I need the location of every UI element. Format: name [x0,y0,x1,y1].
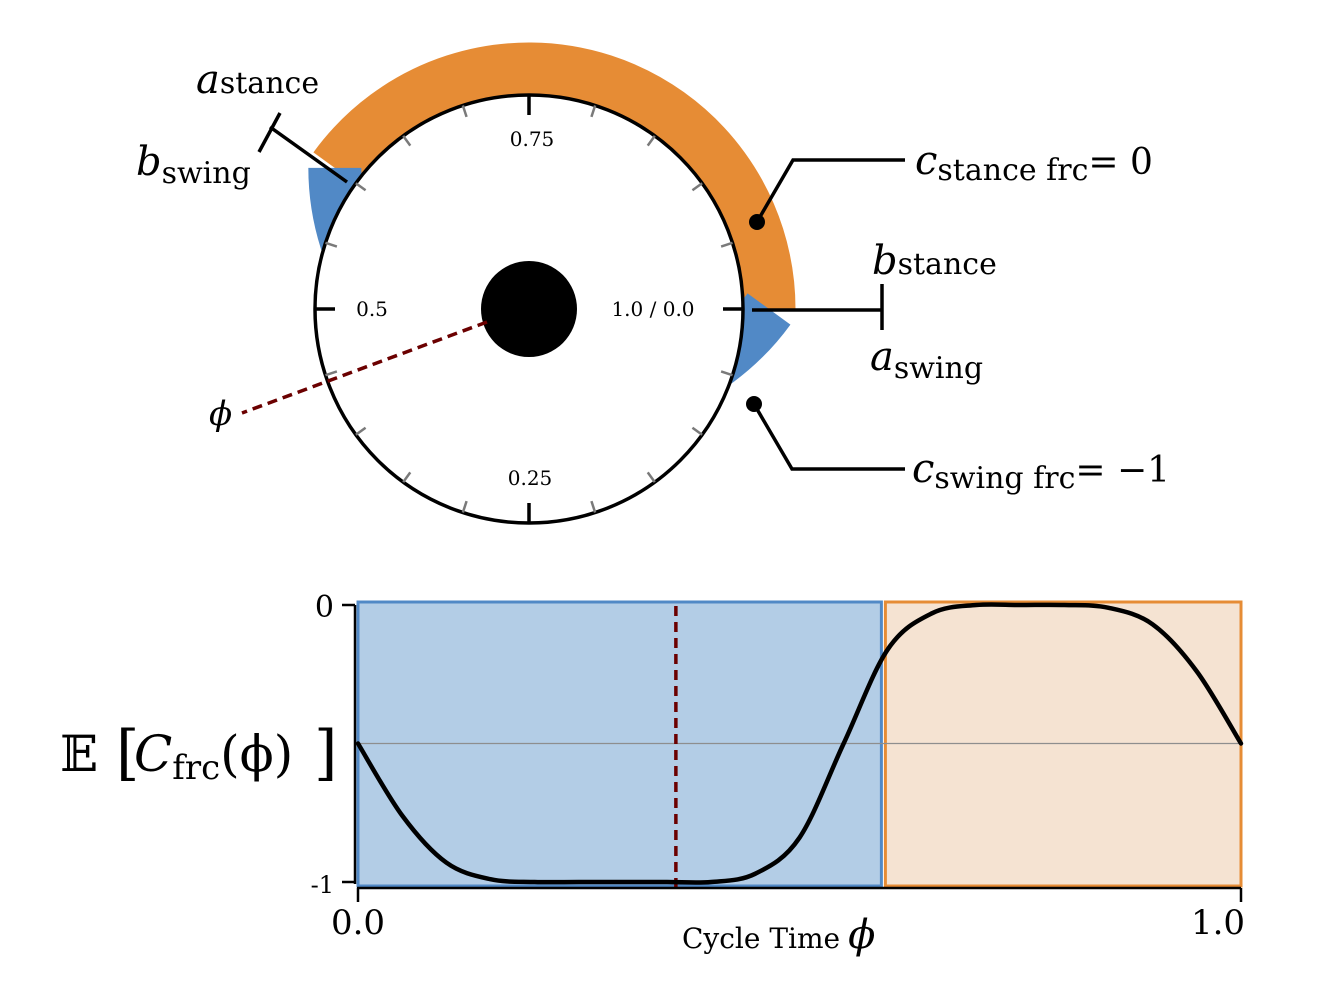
dial-minor-tick [461,105,468,118]
a-stance-b-swing-cap [257,112,282,153]
expected-force-cost-curve [355,602,1244,885]
dial-hub [481,261,577,357]
y-tick-label-neg1: -1 [311,871,334,899]
dial-tick-label-0.25: 0.25 [508,466,553,490]
dial-minor-tick [646,471,656,483]
dial-minor-tick [691,182,703,192]
dial-minor-tick [590,500,597,513]
dial-minor-tick [590,105,597,118]
x-tick-label-1: 1.0 [1191,903,1245,943]
dial-tick-label-0.5: 0.5 [356,297,388,321]
a-stance-b-swing-leader [268,125,349,184]
phase-symbol: ϕ [209,394,232,434]
dial-minor-tick [402,135,412,147]
dial-minor-tick [720,241,733,248]
phase-dial: 0.75 0.5 1.0 / 0.0 0.25 ϕ astance bswing… [136,42,1170,525]
dial-minor-tick [646,135,656,147]
dial-minor-tick [720,370,733,377]
y-axis-label: 𝔼 [ Cfrc(ϕ) ] [60,718,337,788]
y-axis-label-expectation: 𝔼 [60,725,98,783]
c-stance-leader [755,158,905,223]
dial-tick-label-0.75: 0.75 [510,127,555,151]
c-swing-leader [752,403,905,471]
dial-minor-tick [355,182,367,192]
dial-tick-label-1.0: 1.0 / 0.0 [611,297,694,321]
x-tick-label-0: 0.0 [331,903,385,943]
label-b-swing: bswing [136,139,251,191]
y-axis-label-body: Cfrc(ϕ) [134,725,293,788]
dial-minor-tick [355,426,367,436]
y-axis-label-bracket-close: ] [314,718,337,788]
dial-ticks [315,95,743,523]
label-b-stance: bstance [872,238,997,284]
label-c-stance: cstance frc= 0 [915,138,1153,188]
dial-minor-tick [325,241,338,248]
phase-indicator-line [241,320,488,415]
label-a-stance: astance [196,57,319,103]
dial-minor-tick [402,471,412,483]
label-c-swing: cswing frc= −1 [912,446,1170,496]
dial-minor-tick [691,426,703,436]
label-a-swing: aswing [870,334,983,386]
y-tick-label-0: 0 [315,590,334,625]
dial-minor-tick [461,500,468,513]
dial-minor-tick [325,370,338,377]
y-axis-label-bracket-open: [ [116,718,139,788]
